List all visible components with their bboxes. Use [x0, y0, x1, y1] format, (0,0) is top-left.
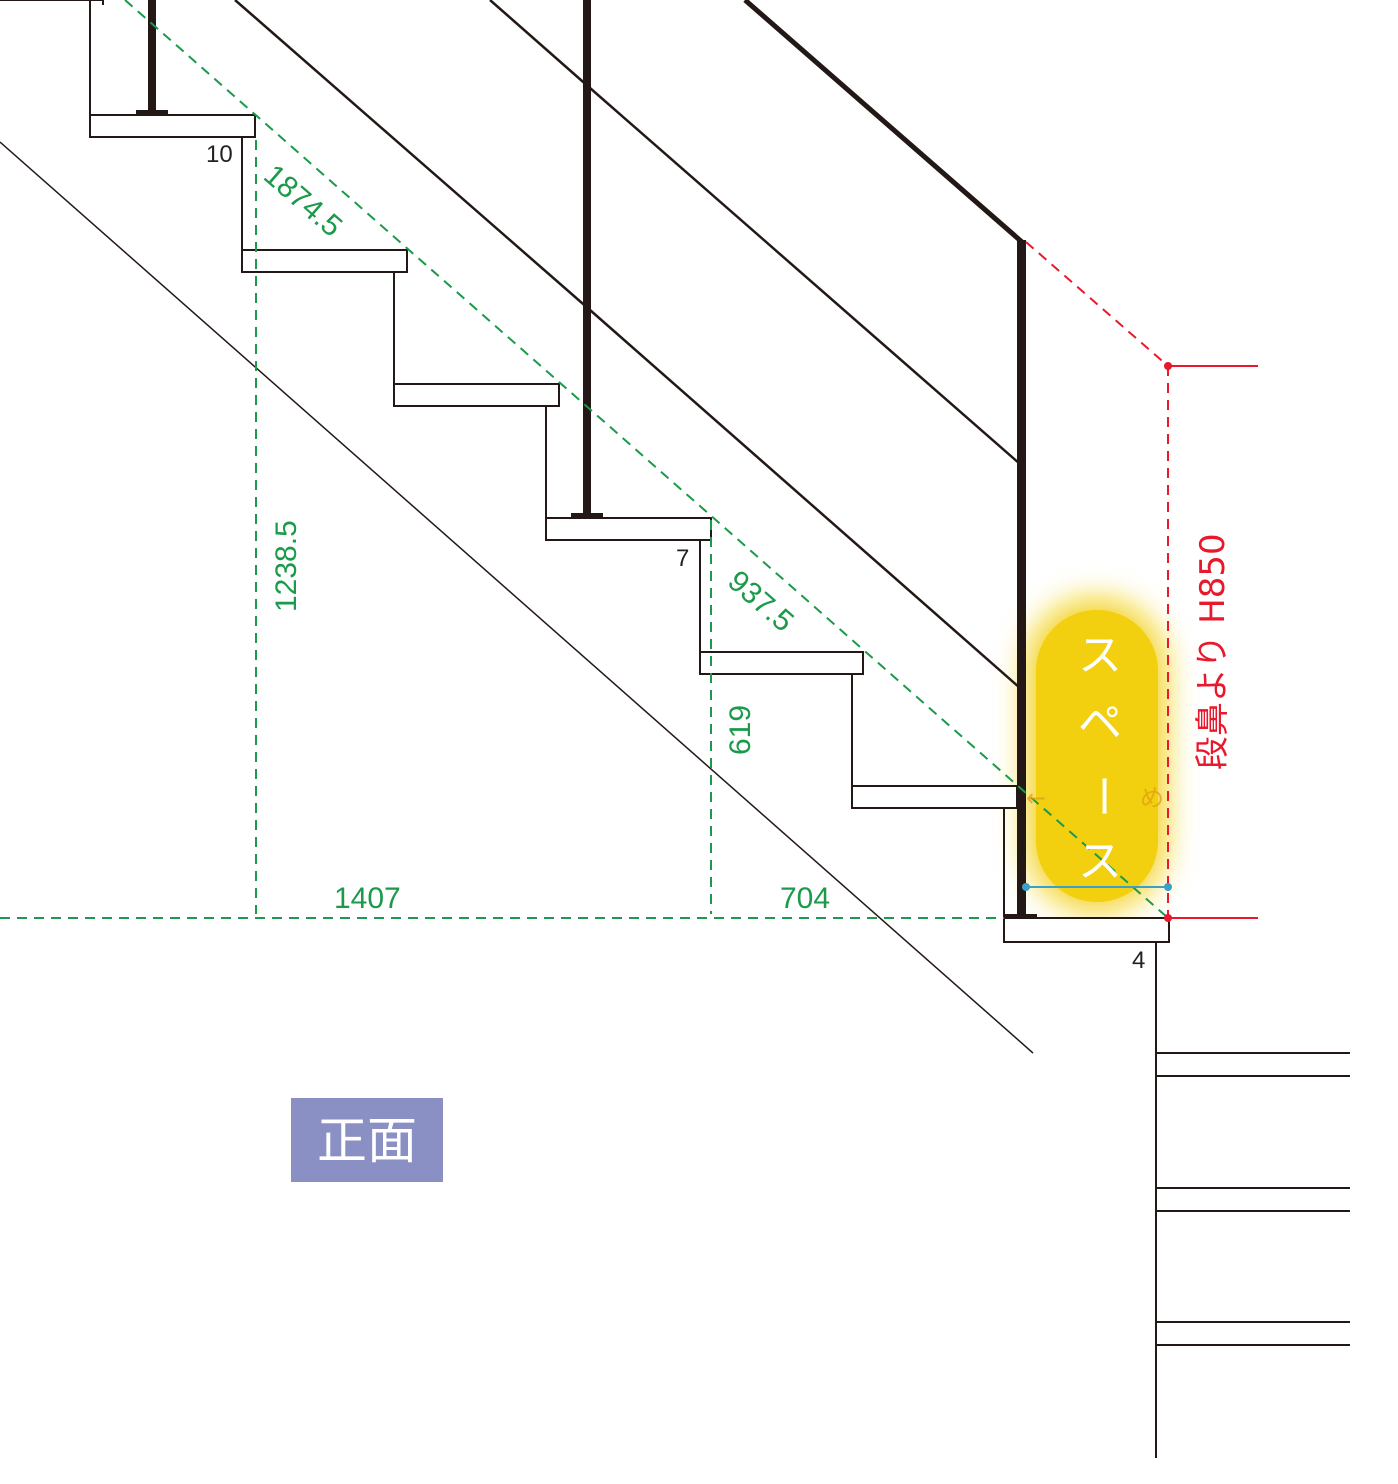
- step-nosing-point: [1164, 914, 1172, 922]
- space-char-2: ペ: [1078, 698, 1122, 749]
- balusters: [136, 0, 1037, 919]
- space-char-3: ー: [1077, 774, 1128, 818]
- view-badge: 正面: [291, 1098, 443, 1182]
- dim-slope-lower: 937.5: [721, 564, 799, 638]
- step-number-10: 10: [206, 141, 233, 168]
- handrail-top-point: [1164, 362, 1172, 370]
- space-char-1: ス: [1078, 630, 1122, 681]
- handrail-height-label: 段鼻より H850: [1193, 533, 1233, 770]
- handrail-lines: [234, 0, 1024, 689]
- dim-slope-upper: 1874.5: [257, 158, 348, 243]
- faint-note: め: [1140, 784, 1164, 812]
- dimension-lines: [0, 0, 1169, 919]
- step-number-4: 4: [1132, 947, 1145, 974]
- stringer-line: [0, 141, 1034, 1054]
- stair-steps: [0, 0, 1170, 943]
- dim-height-left: 1238.5: [270, 520, 303, 612]
- handrail-height-dimension: [1025, 241, 1258, 919]
- step-number-7: 7: [676, 545, 689, 572]
- dim-run-left: 1407: [334, 882, 401, 915]
- dim-run-right: 704: [780, 882, 830, 915]
- space-highlight: [1028, 600, 1164, 910]
- view-badge-label: 正面: [317, 1112, 417, 1170]
- space-char-4: ス: [1078, 836, 1122, 887]
- clearance-measure: [1022, 883, 1172, 891]
- dim-height-right: 619: [724, 705, 757, 755]
- lower-flight: [1155, 942, 1350, 1458]
- arrow-note: ←: [1026, 784, 1046, 812]
